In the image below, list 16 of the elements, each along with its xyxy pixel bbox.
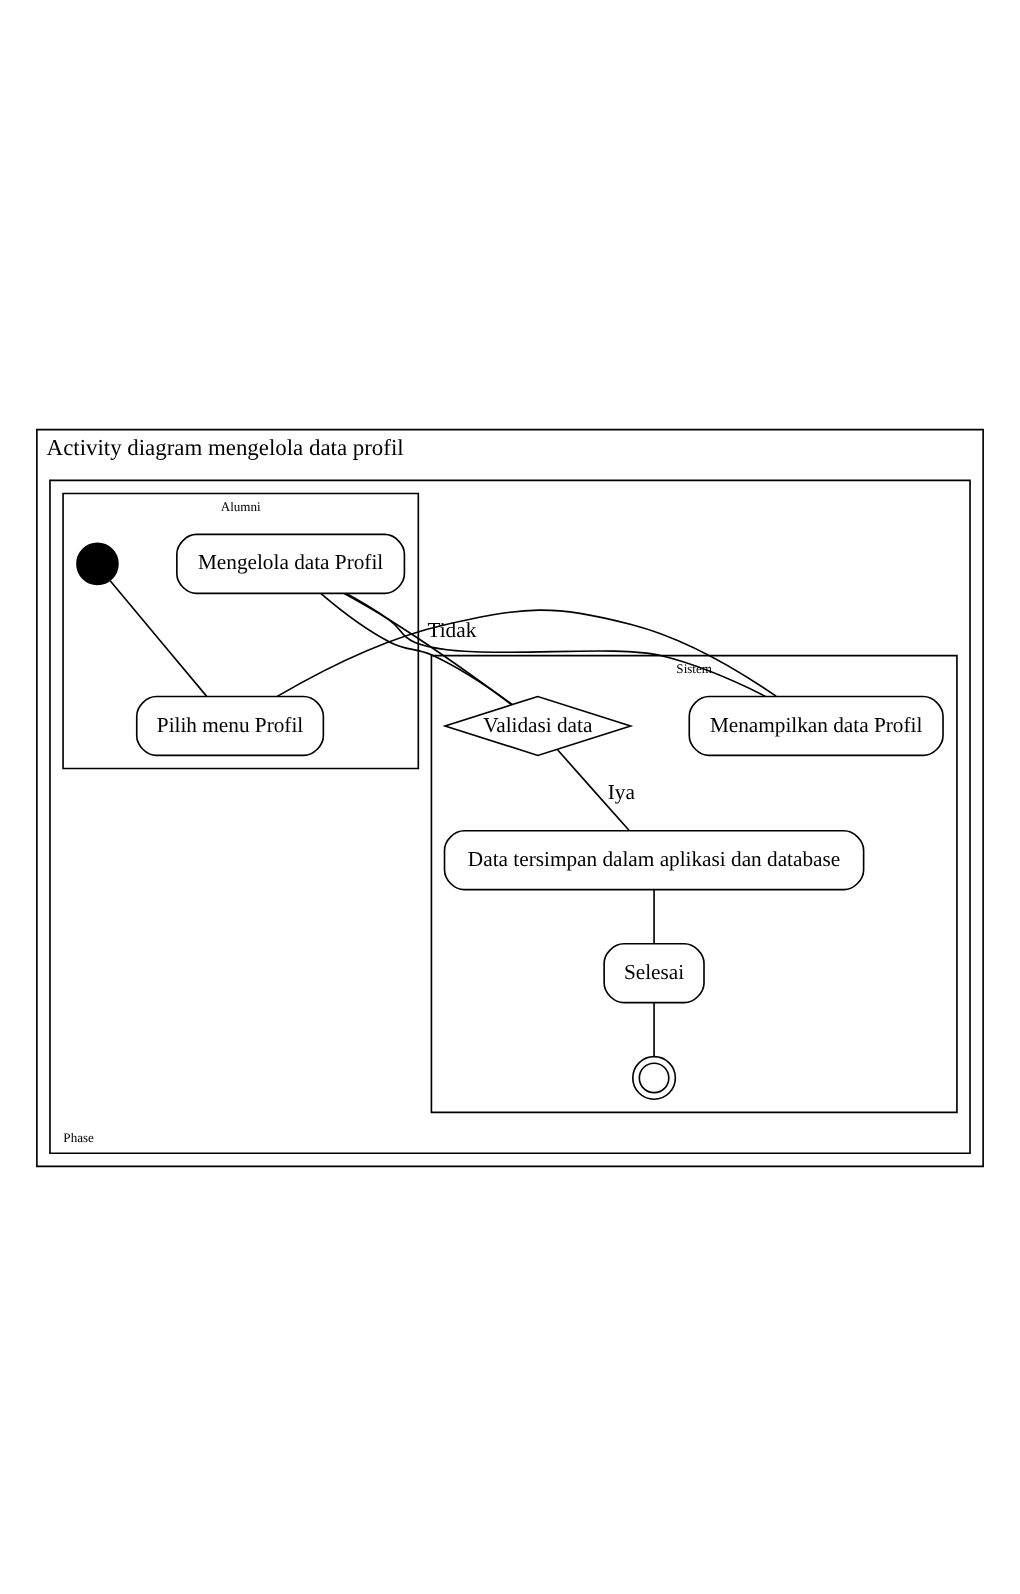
node-box: Selesai xyxy=(603,941,705,1003)
connector xyxy=(556,748,630,831)
node-box: Menampilkan data Profil xyxy=(688,694,944,756)
connector xyxy=(109,578,208,696)
node-circle xyxy=(631,1054,677,1100)
node-diamond: Validasi data xyxy=(442,694,634,756)
connector xyxy=(653,888,655,943)
edge-label: Iya xyxy=(607,781,635,804)
connector xyxy=(276,608,777,697)
node-box: Data tersimpan dalam aplikasi dan database xyxy=(443,828,865,890)
edge-label: Tidak xyxy=(427,619,477,642)
node-circle xyxy=(76,541,119,585)
connector xyxy=(345,591,767,696)
node-box: Pilih menu Profil xyxy=(135,694,325,756)
connector xyxy=(653,1001,655,1057)
node-box: Mengelola data Profil xyxy=(176,532,406,594)
